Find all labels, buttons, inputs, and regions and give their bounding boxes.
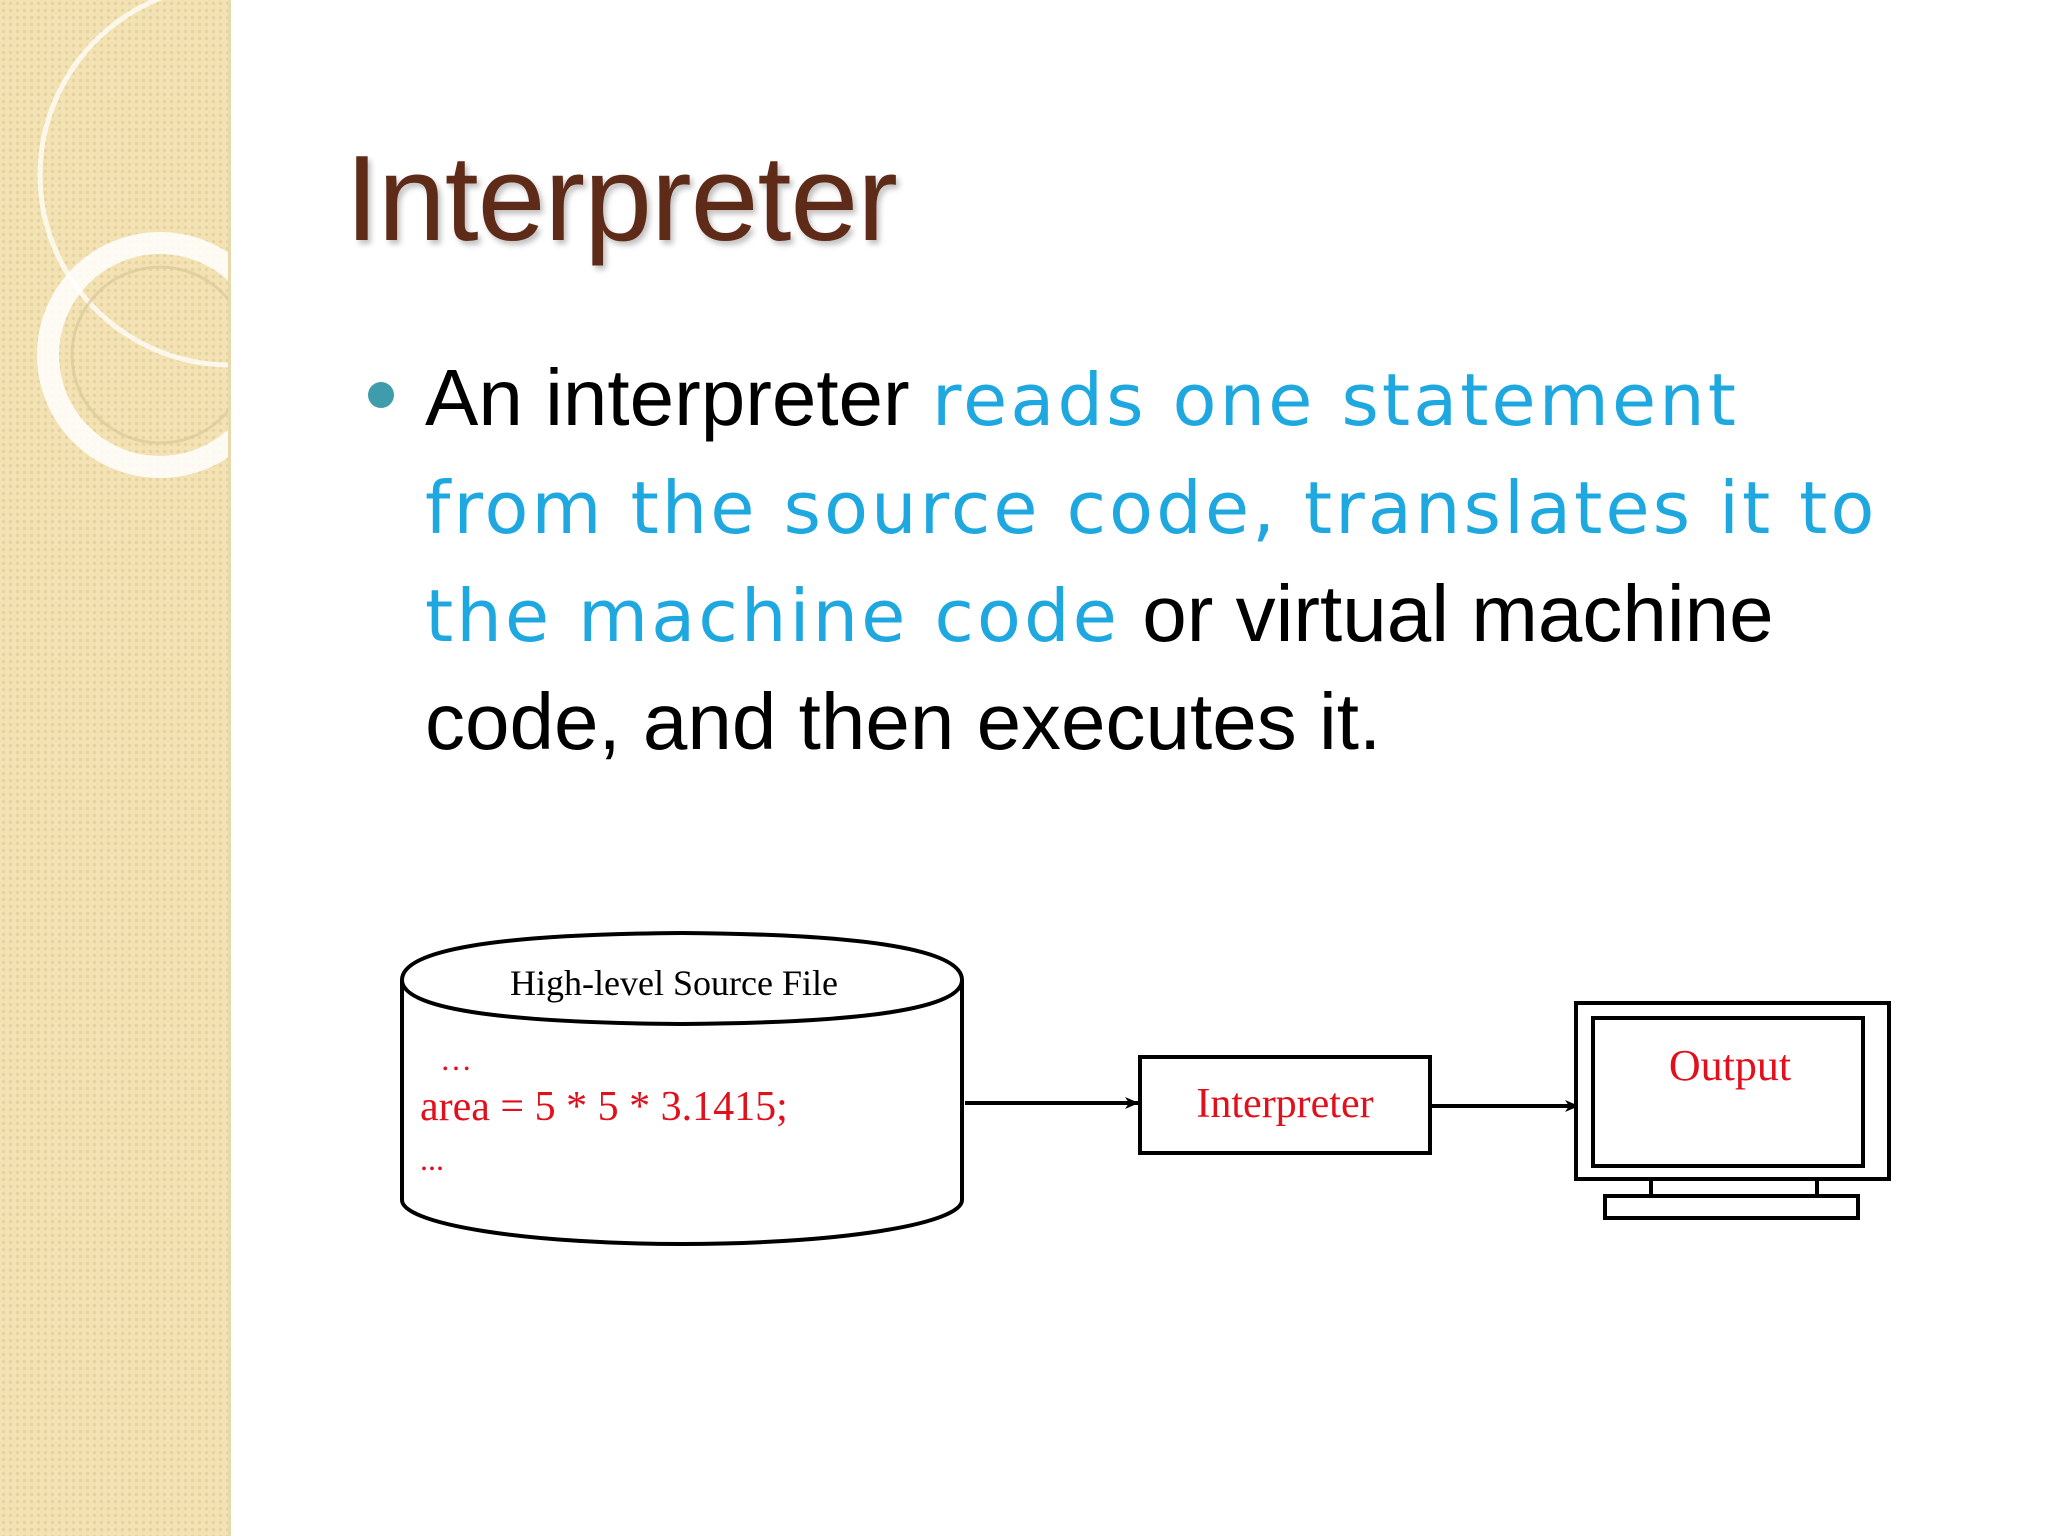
decorative-sidebar bbox=[0, 0, 231, 1536]
slide-title: Interpreter bbox=[345, 130, 898, 266]
sidebar-circles-decoration bbox=[37, 0, 228, 478]
output-label: Output bbox=[1669, 1041, 1791, 1090]
code-ellipsis-top: … bbox=[440, 1041, 472, 1077]
bullet-text-part2: or virtual machine code, and then execut… bbox=[425, 569, 1774, 766]
bullet-text-highlight: reads one statement from the source code… bbox=[425, 358, 1878, 658]
source-file-label: High-level Source File bbox=[510, 963, 838, 1003]
interpreter-label: Interpreter bbox=[1196, 1081, 1373, 1127]
bullet-text: An interpreter reads one statement from … bbox=[425, 345, 1925, 775]
bullet-marker bbox=[368, 382, 394, 408]
interpreter-box: Interpreter bbox=[1138, 1055, 1432, 1155]
code-ellipsis-bottom: ... bbox=[420, 1141, 444, 1177]
code-line: area = 5 * 5 * 3.1415; bbox=[420, 1084, 788, 1130]
output-monitor: Output bbox=[1574, 1001, 1891, 1220]
bullet-text-part1: An interpreter bbox=[425, 353, 932, 442]
source-file-cylinder: High-level Source File … area = 5 * 5 * … bbox=[399, 930, 965, 1246]
